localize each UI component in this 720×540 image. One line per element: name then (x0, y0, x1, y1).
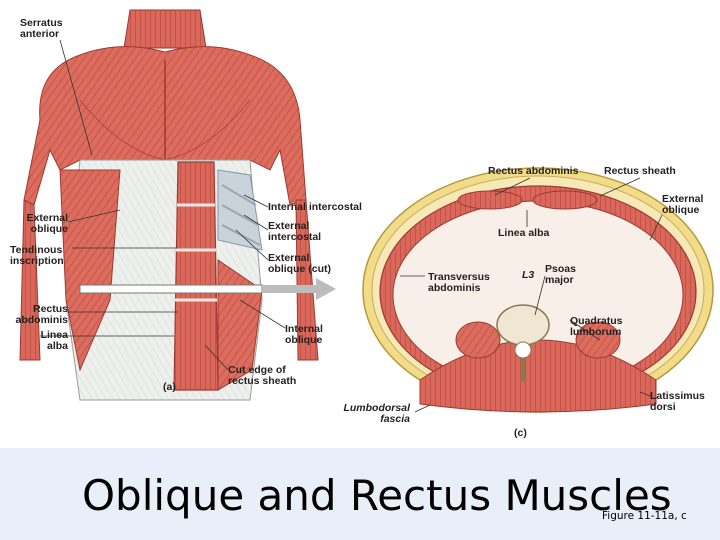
anatomy-illustration (19, 9, 714, 413)
label-rectus-sheath: Rectus sheath (604, 165, 676, 177)
label-rectus-abdominis-c: Rectus abdominis (488, 165, 579, 177)
slide-title: Oblique and Rectus Muscles (82, 471, 672, 520)
figure-reference: Figure 11-11a, c (602, 510, 687, 522)
cross-section-illustration (362, 167, 714, 413)
panel-label-a: (a) (163, 381, 176, 393)
label-l3: L3 (522, 269, 535, 281)
label-linea-alba-c: Linea alba (498, 227, 550, 239)
leader-lines-c (400, 177, 663, 413)
torso-illustration (19, 9, 336, 401)
label-internal-intercostal: Internal intercostal (268, 201, 362, 213)
leader-lines-a (40, 39, 286, 371)
panel-label-c: (c) (514, 427, 527, 439)
slide-footer (0, 448, 720, 540)
